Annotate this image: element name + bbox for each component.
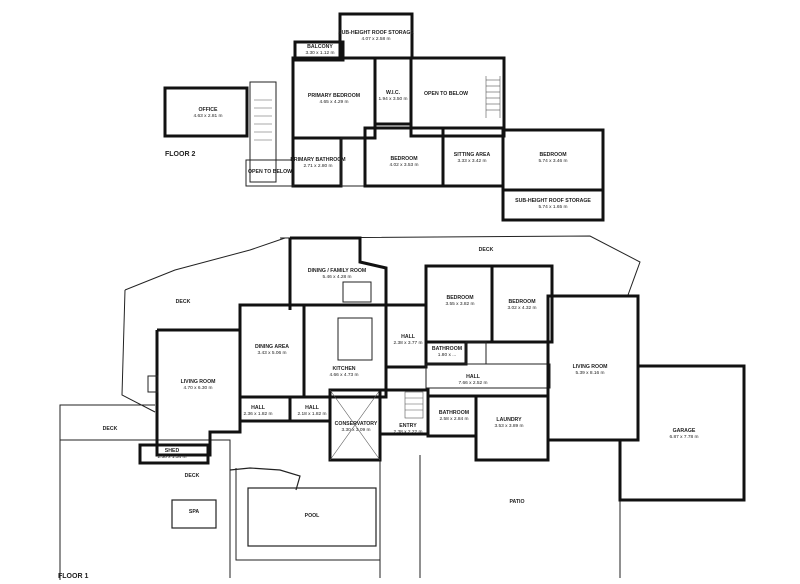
room-dims-dining-area: 3.43 x 5.06 m (257, 350, 286, 356)
floor-1-label: FLOOR 1 (58, 573, 88, 580)
room-name-deck-top: DECK (479, 247, 494, 253)
room-dims-hall-a: 2.38 x 3.77 m (393, 340, 422, 346)
room-name-sitting-area: SITTING AREA (454, 152, 491, 158)
room-name-deck-left: DECK (176, 299, 191, 305)
room-name-hall-a: HALL (401, 334, 416, 340)
room-name-sub-roof-storage-bottom: SUB-HEIGHT ROOF STORAGE (515, 198, 591, 204)
room-dims-living-room-right: 5.39 x 8.16 m (575, 370, 604, 376)
room-name-office: OFFICE (198, 107, 218, 113)
room-dims-entry: 2.38 x 2.22 m (393, 429, 422, 435)
room-name-laundry: LAUNDRY (496, 417, 522, 423)
room-name-dining-family: DINING / FAMILY ROOM (308, 268, 367, 274)
floor1-site (59, 235, 641, 580)
room-name-deck-far-left: DECK (103, 426, 118, 432)
room-name-conservatory: CONSERVATORY (335, 421, 378, 427)
floor1-walls (138, 236, 746, 502)
room-name-hall-c: HALL (251, 405, 266, 411)
room-name-entry: ENTRY (399, 423, 417, 429)
room-name-bathroom-f1-b: BATHROOM (439, 410, 469, 416)
room-name-bedroom-f1-a: BEDROOM (446, 295, 473, 301)
room-name-living-room-right: LIVING ROOM (573, 364, 608, 370)
room-dims-hall-d: 2.18 x 1.82 m (297, 411, 326, 417)
room-dims-shed: 2.58 x 1.34 m (157, 454, 186, 460)
room-dims-garage: 6.87 x 7.78 m (669, 434, 698, 440)
room-name-kitchen: KITCHEN (332, 366, 355, 372)
room-dims-bathroom-f1-a: 1.80 x ... (438, 352, 456, 358)
room-name-open-to-below-top: OPEN TO BELOW (424, 91, 468, 97)
room-name-primary-bedroom: PRIMARY BEDROOM (308, 93, 360, 99)
room-name-bathroom-f1-a: BATHROOM (432, 346, 462, 352)
room-name-balcony: BALCONY (307, 44, 333, 50)
room-name-deck-bottom: DECK (185, 473, 200, 479)
room-name-dining-area: DINING AREA (255, 344, 289, 350)
room-name-bedroom-f2-b: BEDROOM (539, 152, 566, 158)
room-dims-primary-bathroom: 2.71 x 2.80 m (303, 163, 332, 169)
room-dims-bedroom-f1-a: 3.55 x 3.82 m (445, 301, 474, 307)
room-name-pool: POOL (305, 513, 321, 519)
room-name-open-to-below-left: OPEN TO BELOW (248, 169, 292, 175)
room-name-primary-bathroom: PRIMARY BATHROOM (290, 157, 345, 163)
room-dims-balcony: 3.30 x 1.12 m (305, 50, 334, 56)
room-name-wic: W.I.C. (386, 90, 401, 96)
room-dims-bedroom-f2-a: 4.02 x 3.53 m (389, 162, 418, 168)
room-dims-kitchen: 4.66 x 4.73 m (329, 372, 358, 378)
room-name-shed: SHED (165, 448, 180, 454)
room-dims-sub-roof-storage-top: 4.07 x 2.58 m (361, 36, 390, 42)
room-dims-hall-c: 2.36 x 1.82 m (243, 411, 272, 417)
room-dims-bathroom-f1-b: 2.58 x 2.84 m (439, 416, 468, 422)
floor-2-label: FLOOR 2 (165, 151, 195, 158)
room-name-patio: PATIO (509, 499, 524, 505)
room-dims-sitting-area: 3.33 x 3.42 m (457, 158, 486, 164)
room-dims-wic: 1.94 x 3.50 m (378, 96, 407, 102)
room-dims-conservatory: 3.30 x 3.09 m (341, 427, 370, 433)
room-dims-sub-roof-storage-bottom: 5.74 x 1.65 m (538, 204, 567, 210)
room-dims-bedroom-f1-b: 3.02 x 4.32 m (507, 305, 536, 311)
room-name-bedroom-f2-a: BEDROOM (390, 156, 417, 162)
room-name-living-room-left: LIVING ROOM (181, 379, 216, 385)
room-name-spa: SPA (189, 509, 200, 515)
room-dims-hall-b: 7.66 x 2.52 m (458, 380, 487, 386)
room-name-hall-d: HALL (305, 405, 320, 411)
room-name-bedroom-f1-b: BEDROOM (508, 299, 535, 305)
room-dims-living-room-left: 4.70 x 6.30 m (183, 385, 212, 391)
room-dims-office: 4.63 x 2.81 m (193, 113, 222, 119)
pool-area (171, 467, 380, 561)
room-name-sub-roof-storage-top: SUB-HEIGHT ROOF STORAGE (338, 30, 414, 36)
room-name-garage: GARAGE (673, 428, 696, 434)
room-dims-dining-family: 5.46 x 4.28 m (322, 274, 351, 280)
room-dims-primary-bedroom: 4.65 x 4.29 m (319, 99, 348, 105)
room-dims-bedroom-f2-b: 5.74 x 3.46 m (538, 158, 567, 164)
room-name-hall-b: HALL (466, 374, 481, 380)
room-dims-laundry: 3.53 x 3.89 m (494, 423, 523, 429)
floor2-walls (163, 12, 605, 222)
